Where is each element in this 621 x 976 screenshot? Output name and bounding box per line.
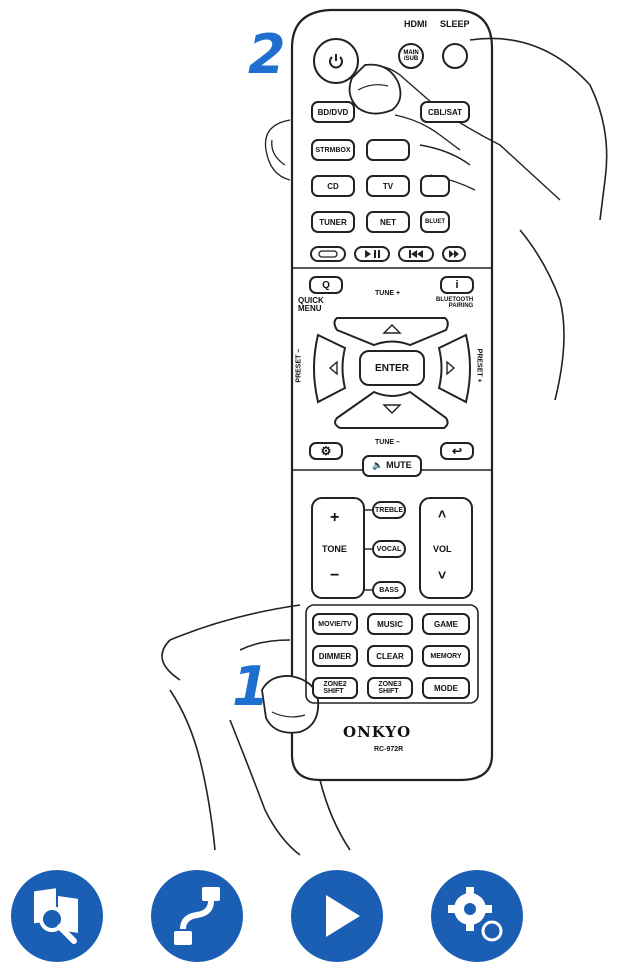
- bd-dvd-button[interactable]: BD/DVD: [311, 101, 355, 123]
- zone2-shift-button[interactable]: ZONE2 SHIFT: [312, 677, 358, 699]
- sleep-button[interactable]: [442, 43, 468, 69]
- power-icon: [329, 54, 343, 69]
- tone-plus-icon[interactable]: +: [330, 509, 340, 526]
- model-number: RC-972R: [374, 746, 404, 753]
- left-hand-outline: [161, 604, 351, 856]
- mute-icon: 🔈: [372, 460, 387, 471]
- right-hand-thumb: [348, 63, 402, 115]
- main-sub-button[interactable]: MAIN /SUB: [398, 43, 424, 69]
- enter-button[interactable]: ENTER: [359, 350, 425, 386]
- movie-tv-button[interactable]: MOVIE/TV: [312, 613, 358, 635]
- music-button[interactable]: MUSIC: [367, 613, 413, 635]
- preset-minus-label: PRESET –: [295, 348, 303, 383]
- next-icon: [449, 250, 459, 258]
- tuner-button[interactable]: TUNER: [311, 211, 355, 233]
- phono-button[interactable]: [420, 175, 450, 197]
- preset-plus-label: PRESET +: [475, 348, 483, 383]
- next-button[interactable]: [442, 246, 466, 262]
- strmbox-button[interactable]: STRMBOX: [311, 139, 355, 161]
- tune-minus-label: TUNE –: [375, 439, 400, 446]
- vol-up-icon[interactable]: ˄: [438, 506, 447, 522]
- play-icon[interactable]: [288, 867, 386, 965]
- vocal-button[interactable]: VOCAL: [372, 540, 406, 558]
- cbl-sat-button[interactable]: CBL/SAT: [420, 101, 470, 123]
- q-button[interactable]: Q: [309, 276, 343, 294]
- play-pause-button[interactable]: [354, 246, 390, 262]
- bass-button[interactable]: BASS: [372, 581, 406, 599]
- right-hand-outline: [469, 37, 608, 401]
- manual-search-icon[interactable]: [8, 867, 106, 965]
- step-1-number: 1: [232, 655, 270, 718]
- previous-icon: [409, 250, 423, 258]
- dpad-up: [333, 317, 449, 347]
- mode-button[interactable]: MODE: [422, 677, 470, 699]
- dimmer-button[interactable]: DIMMER: [312, 645, 358, 667]
- mute-button[interactable]: 🔈 MUTE: [362, 455, 422, 477]
- zone3-shift-button[interactable]: ZONE3 SHIFT: [367, 677, 413, 699]
- net-button[interactable]: NET: [366, 211, 410, 233]
- memory-button[interactable]: MEMORY: [422, 645, 470, 667]
- return-icon: ↩: [451, 443, 463, 458]
- brand-logo: ONKYO: [343, 723, 412, 741]
- clear-button[interactable]: CLEAR: [367, 645, 413, 667]
- settings-gears-icon[interactable]: [428, 867, 526, 965]
- step-2-number: 2: [248, 23, 286, 86]
- repeat-button[interactable]: [310, 246, 346, 262]
- left-hand-thumb: [261, 675, 320, 734]
- gear-icon: ⚙: [320, 443, 332, 458]
- tune-plus-label: TUNE +: [375, 290, 401, 297]
- treble-button[interactable]: TREBLE: [372, 501, 406, 519]
- game-input-button[interactable]: [366, 139, 410, 161]
- dpad-down: [334, 390, 449, 429]
- previous-button[interactable]: [398, 246, 434, 262]
- bluetooth-button[interactable]: BLUET: [420, 211, 450, 233]
- vol-down-icon[interactable]: ˅: [438, 567, 447, 583]
- sleep-label: SLEEP: [440, 19, 470, 29]
- connection-cable-icon[interactable]: [148, 867, 246, 965]
- cd-button[interactable]: CD: [311, 175, 355, 197]
- vol-label: VOL: [433, 544, 452, 554]
- bluetooth-pairing-label: BLUETOOTH PAIRING: [436, 297, 474, 310]
- quick-menu-label: QUICK MENU: [298, 296, 324, 314]
- game-button[interactable]: GAME: [422, 613, 470, 635]
- repeat-icon: [318, 250, 338, 258]
- power-button[interactable]: [313, 38, 359, 84]
- setup-button[interactable]: ⚙: [309, 442, 343, 460]
- tone-label: TONE: [322, 544, 347, 554]
- info-button[interactable]: i: [440, 276, 474, 294]
- mute-label: MUTE: [386, 460, 412, 471]
- tv-button[interactable]: TV: [366, 175, 410, 197]
- return-button[interactable]: ↩: [440, 442, 474, 460]
- hdmi-label: HDMI: [404, 19, 427, 29]
- play-pause-icon: [365, 250, 380, 258]
- tone-minus-icon[interactable]: −: [330, 567, 340, 584]
